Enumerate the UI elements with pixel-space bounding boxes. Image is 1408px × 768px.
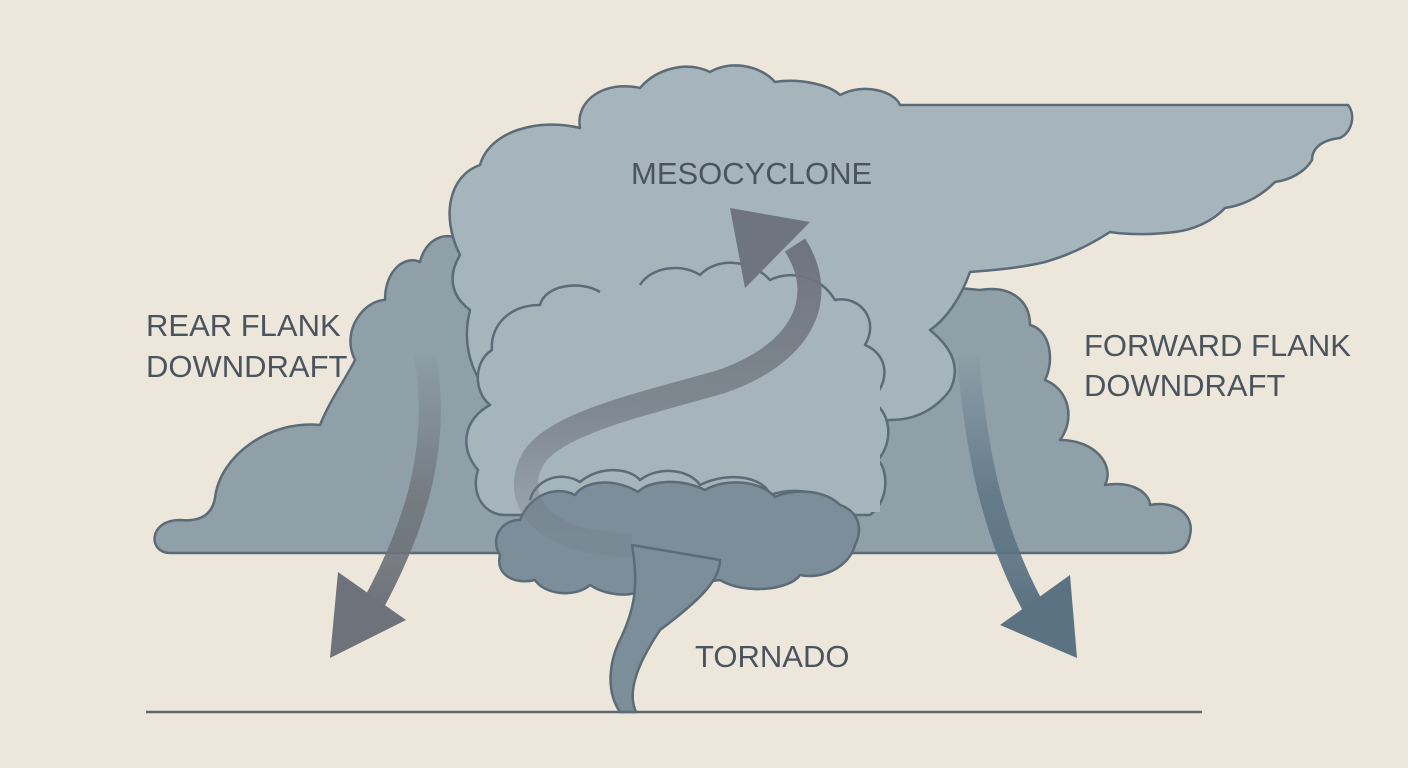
tornado-label: TORNADO <box>695 639 849 674</box>
tornado-funnel <box>609 543 722 714</box>
mesocyclone-label: MESOCYCLONE <box>631 156 872 191</box>
forward-flank-label-line1: FORWARD FLANK <box>1084 328 1351 363</box>
rear-flank-label-line2: DOWNDRAFT <box>146 349 348 384</box>
updraft-curved-arrow <box>514 208 822 557</box>
rear-flank-label-line1: REAR FLANK <box>146 308 341 343</box>
wall-cloud <box>494 480 861 596</box>
forward-flank-downdraft-arrow <box>957 354 1077 658</box>
tower-base-scallops <box>528 468 842 511</box>
rear-flank-downdraft-arrow <box>330 353 441 658</box>
forward-flank-label-line2: DOWNDRAFT <box>1084 368 1286 403</box>
